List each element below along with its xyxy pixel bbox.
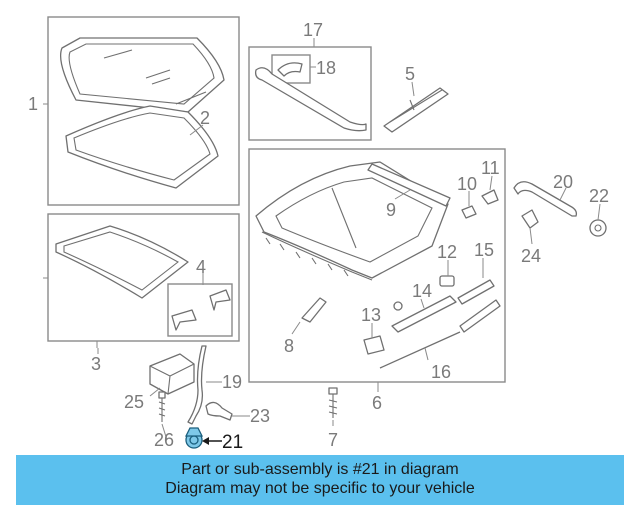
callout-21: 21	[222, 432, 243, 453]
cable-16	[379, 331, 461, 369]
callout-19: 19	[222, 372, 242, 392]
link-15	[457, 279, 495, 305]
callout-12: 12	[437, 242, 457, 262]
banner-line-2: Diagram may not be specific to your vehi…	[165, 480, 475, 497]
block-13	[363, 335, 385, 355]
bolt-7	[328, 387, 338, 418]
motor-25-detail	[149, 363, 195, 395]
bracket-11	[481, 189, 499, 205]
grommet-22	[589, 219, 607, 237]
callout-1: 1	[28, 94, 38, 114]
callout-2: 2	[200, 108, 210, 128]
clamp-24	[521, 209, 539, 229]
highlighted-part-21[interactable]	[184, 427, 204, 449]
sunroof-frame	[255, 161, 449, 281]
grommet-22-inner	[594, 224, 602, 232]
callout-15: 15	[474, 240, 494, 260]
callout-18: 18	[316, 58, 336, 78]
group-box-17	[248, 46, 372, 141]
callout-4: 4	[196, 257, 206, 277]
drain-trough	[254, 67, 367, 132]
banner-line-1: Part or sub-assembly is #21 in diagram	[181, 461, 459, 478]
callout-22: 22	[589, 186, 609, 206]
callout-20: 20	[553, 172, 573, 192]
motor-25	[149, 353, 195, 395]
callout-10: 10	[457, 174, 477, 194]
callout-23: 23	[250, 406, 270, 426]
callout-24: 24	[521, 246, 541, 266]
bracket-10	[461, 205, 477, 219]
drain-hose-19	[187, 345, 207, 425]
callout-9: 9	[386, 200, 396, 220]
parts-diagram: 1 2 4 3 17 18 5 9 10	[28, 16, 609, 453]
deflector-rail-5	[383, 87, 449, 133]
hose-20	[513, 181, 578, 217]
callout-17: 17	[303, 20, 323, 40]
callout-14: 14	[412, 281, 432, 301]
callout-25: 25	[124, 392, 144, 412]
clip-12	[439, 275, 455, 287]
callout-8: 8	[284, 336, 294, 356]
bracket-4b	[171, 309, 197, 331]
bracket-8	[301, 297, 327, 323]
callout-7: 7	[328, 430, 338, 450]
callout-6: 6	[372, 393, 382, 413]
bracket-4a	[209, 289, 231, 311]
callout-16: 16	[431, 362, 451, 382]
fitting-23	[205, 401, 233, 421]
glass-panel	[59, 37, 225, 113]
callout-26: 26	[154, 430, 174, 450]
group-box-1	[47, 16, 240, 206]
bolt-26	[158, 391, 166, 422]
bracket-box-4	[167, 283, 233, 337]
guide-14	[391, 295, 457, 333]
callout-5: 5	[405, 64, 415, 84]
callout-11: 11	[481, 158, 500, 178]
glass-seal	[65, 105, 219, 189]
link-15b	[459, 299, 501, 333]
sunshade-panel	[55, 225, 189, 299]
group-box-6	[248, 148, 506, 383]
rail-9	[367, 163, 451, 207]
callout-arrow-21	[202, 437, 222, 445]
callout-13: 13	[361, 305, 381, 325]
guide-14-screw	[393, 301, 403, 311]
clip-box-18	[271, 54, 311, 84]
clip-18	[277, 62, 303, 77]
info-banner: Part or sub-assembly is #21 in diagram D…	[16, 455, 624, 505]
callout-3: 3	[91, 354, 101, 374]
